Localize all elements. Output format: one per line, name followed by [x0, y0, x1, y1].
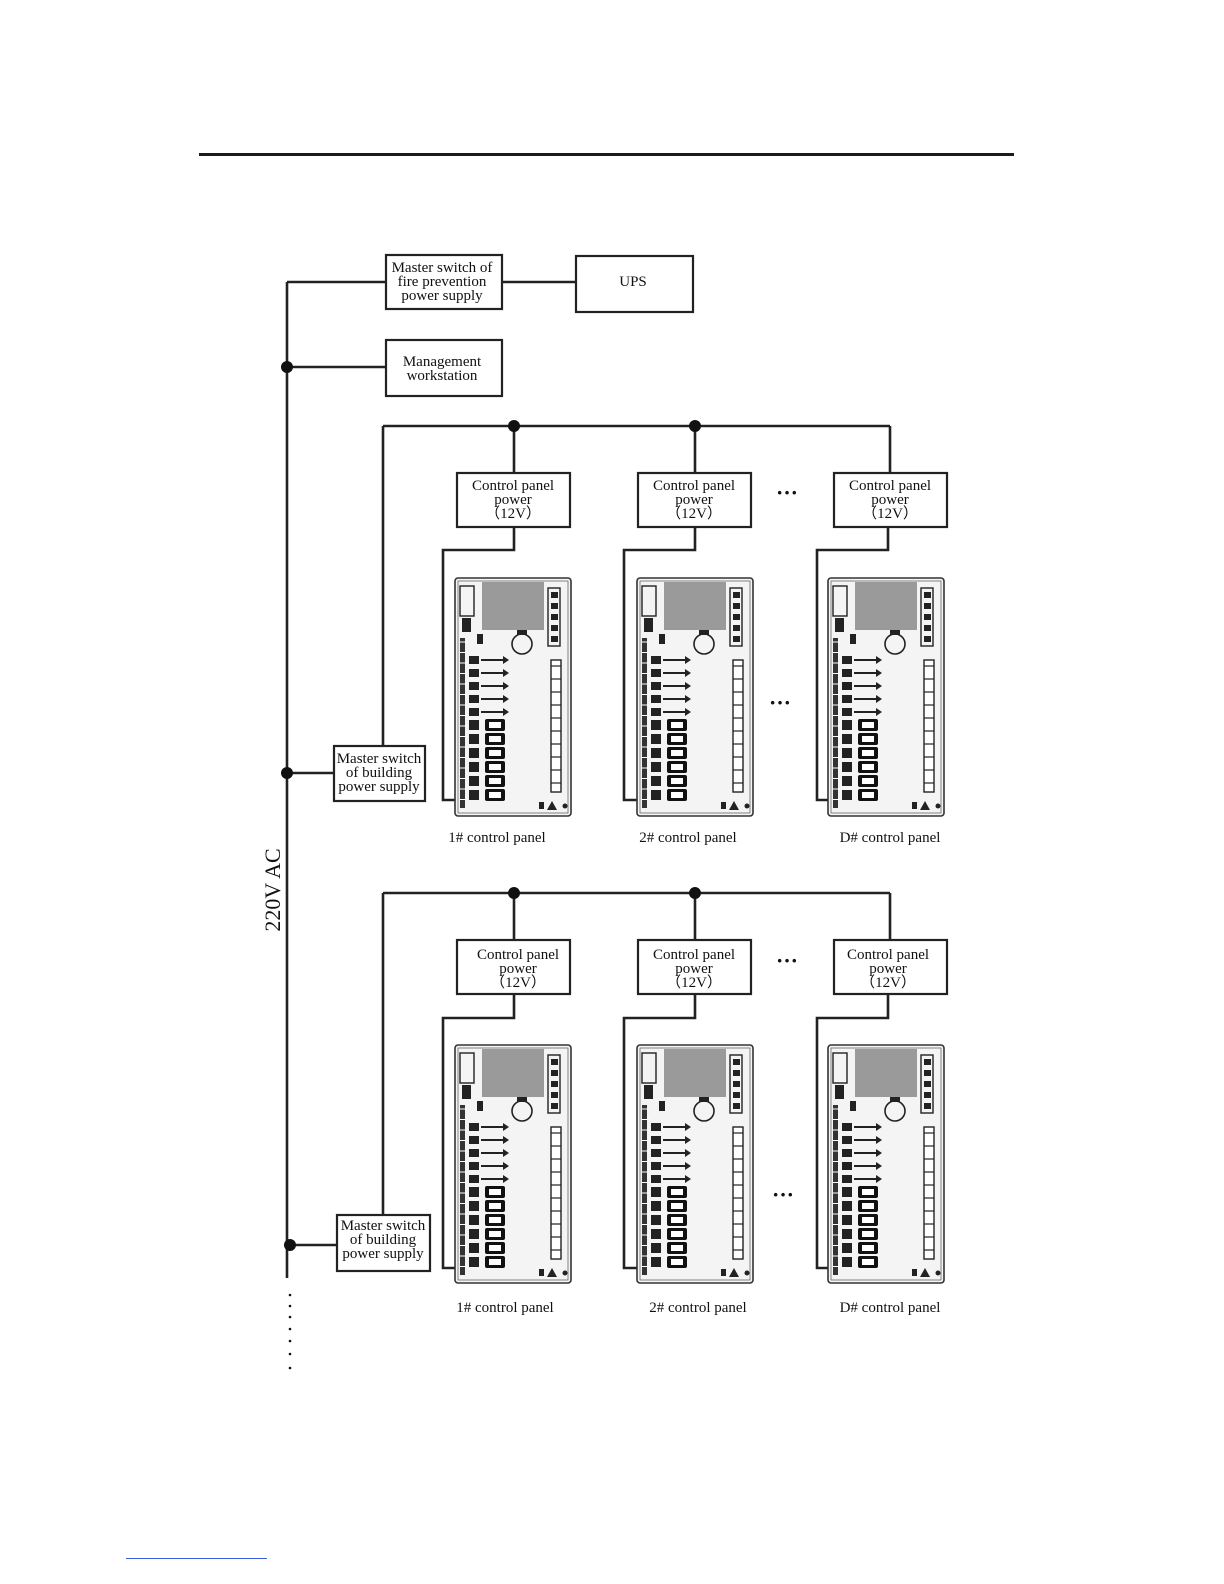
svg-text:Control panel: Control panel [477, 947, 559, 963]
control-board-image [636, 577, 754, 817]
svg-text:of building: of building [346, 765, 413, 781]
control-board-image [636, 1044, 754, 1284]
control-board-image [454, 1044, 572, 1284]
svg-text:workstation: workstation [407, 368, 478, 384]
svg-text:Control panel: Control panel [472, 478, 554, 494]
bus-continuation-dots [288, 1293, 292, 1370]
svg-text:Master switch: Master switch [337, 751, 422, 767]
ups-box: UPS [574, 254, 695, 314]
svg-text:（12V）: （12V） [666, 505, 722, 522]
svg-text:（12V）: （12V） [490, 974, 546, 991]
svg-text:（12V）: （12V） [666, 974, 722, 991]
svg-text:power: power [499, 961, 537, 977]
svg-text:power: power [871, 492, 909, 508]
svg-text:power: power [675, 492, 713, 508]
svg-text:Management: Management [403, 354, 482, 370]
svg-text:Control panel: Control panel [653, 947, 735, 963]
panel-caption: D# control panel [840, 1300, 941, 1316]
svg-text:power: power [494, 492, 532, 508]
fire-prevention-switch-box: Master switch of fire prevention power s… [384, 253, 504, 311]
footer-link-underline [126, 1558, 267, 1559]
svg-text:power supply: power supply [342, 1246, 424, 1262]
panel-caption: D# control panel [840, 830, 941, 846]
svg-text:power: power [869, 961, 907, 977]
row2-distribution-wiring [381, 887, 892, 1215]
control-panel-psu-box: Control panel power （12V） [455, 471, 572, 529]
panel-caption: 1# control panel [448, 830, 545, 846]
ellipsis-marker: ··· [776, 948, 798, 973]
control-board-image [454, 577, 572, 817]
control-panel-psu-box: Control panel power （12V） [636, 471, 753, 529]
svg-text:power: power [675, 961, 713, 977]
panel-caption: 2# control panel [639, 830, 736, 846]
svg-text:Master switch: Master switch [341, 1218, 426, 1234]
junction-dot [284, 1239, 296, 1251]
ellipsis-marker: ··· [776, 480, 798, 505]
junction-dot [281, 361, 293, 373]
svg-text:of building: of building [350, 1232, 417, 1248]
svg-text:fire prevention: fire prevention [398, 274, 487, 290]
control-board-image [827, 577, 945, 817]
svg-text:Control panel: Control panel [847, 947, 929, 963]
ellipsis-marker: ··· [772, 1182, 794, 1207]
control-panel-psu-box: Control panel power （12V） [832, 471, 949, 529]
svg-text:（12V）: （12V） [485, 505, 541, 522]
management-workstation-box: Management workstation [384, 338, 504, 398]
building-switch-box-2: Master switch of building power supply [335, 1213, 432, 1273]
psu-to-board-wiring [441, 527, 890, 1270]
svg-text:（12V）: （12V） [860, 974, 916, 991]
header-rule [199, 153, 1014, 156]
svg-text:Control panel: Control panel [849, 478, 931, 494]
svg-text:Master switch of: Master switch of [392, 260, 493, 276]
control-panel-psu-box: Control panel power （12V） [636, 938, 753, 996]
svg-text:Control panel: Control panel [653, 478, 735, 494]
supply-voltage-label: 220V AC [260, 848, 285, 931]
junction-dot [281, 767, 293, 779]
ellipsis-marker: ··· [769, 690, 791, 715]
control-panel-psu-box: Control panel power （12V） [832, 938, 949, 996]
control-panel-psu-box: Control panel power （12V） [455, 938, 572, 996]
svg-text:power supply: power supply [338, 779, 420, 795]
svg-text:UPS: UPS [619, 274, 647, 290]
panel-caption: 2# control panel [649, 1300, 746, 1316]
panel-caption: 1# control panel [456, 1300, 553, 1316]
control-board-image [827, 1044, 945, 1284]
building-switch-box-1: Master switch of building power supply [332, 744, 427, 803]
svg-text:（12V）: （12V） [862, 505, 918, 522]
svg-text:power supply: power supply [401, 288, 483, 304]
row1-distribution-wiring [381, 420, 892, 746]
